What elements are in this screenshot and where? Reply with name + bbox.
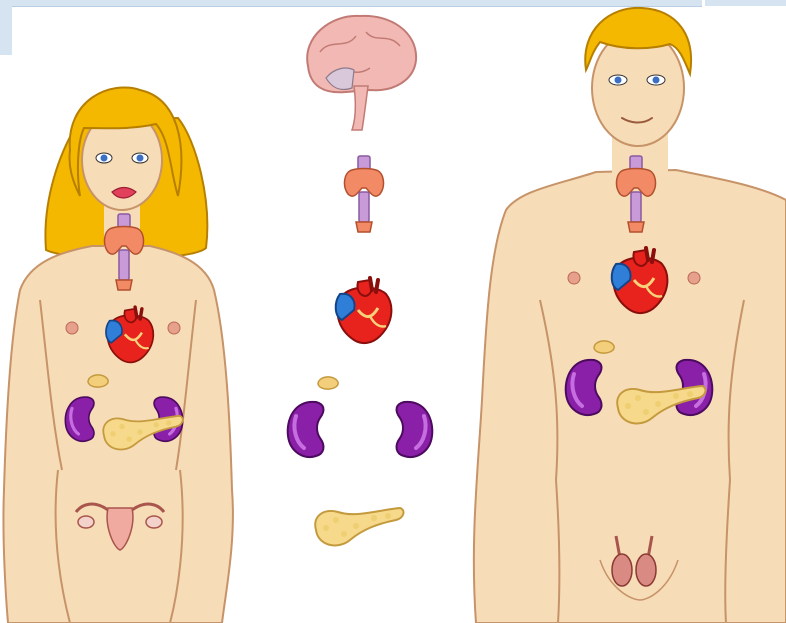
female-nipple-left [66, 322, 78, 334]
adrenal-organ [318, 377, 338, 389]
female-adrenal [88, 375, 108, 387]
thyroid-organ [345, 156, 384, 232]
male-nipple-left [568, 272, 580, 284]
female-nipple-right [168, 322, 180, 334]
female-figure [3, 88, 232, 623]
kidney-left-organ [288, 402, 324, 457]
pancreas-organ [315, 508, 403, 545]
brain-organ [307, 16, 416, 130]
male-figure [474, 8, 786, 623]
heart-organ [336, 278, 392, 343]
kidney-right-organ [397, 402, 433, 457]
organ-column [288, 16, 433, 546]
male-adrenal [594, 341, 614, 353]
male-nipple-right [688, 272, 700, 284]
